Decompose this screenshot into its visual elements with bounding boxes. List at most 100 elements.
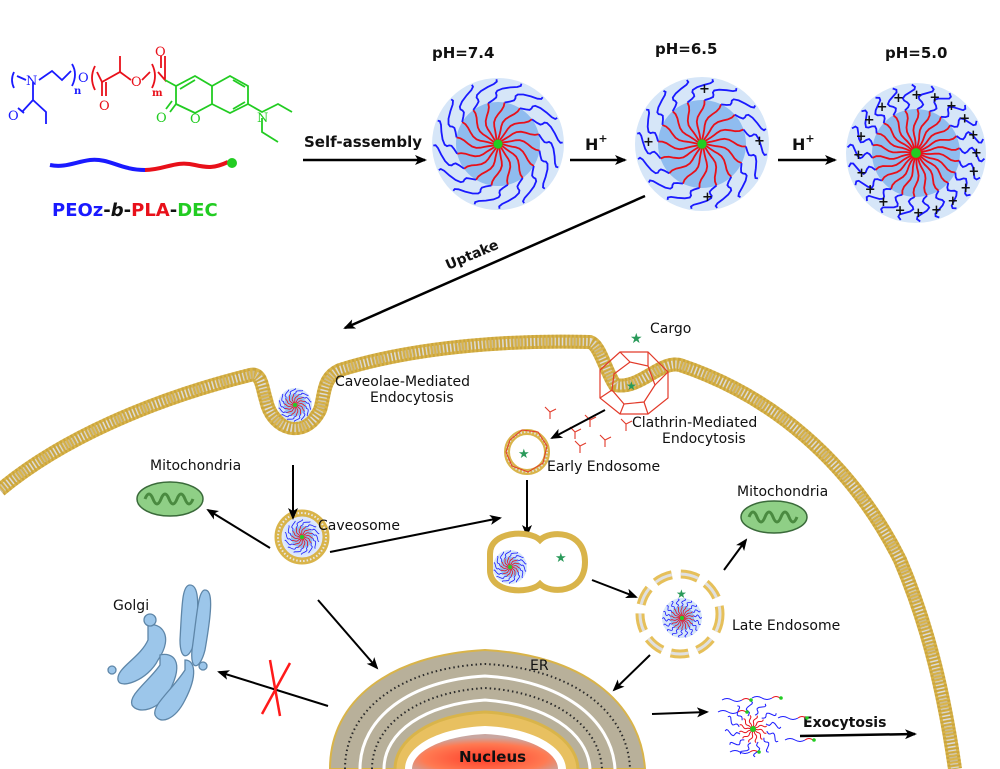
peoz-arm <box>496 576 507 579</box>
peoz-arm <box>692 623 698 631</box>
peoz-arm <box>513 555 524 558</box>
pla-arm <box>883 122 915 153</box>
peoz-arm <box>693 614 702 619</box>
disassembled-micelle <box>717 696 816 758</box>
subscript-n: n <box>74 86 82 97</box>
er-label: ER <box>530 658 549 674</box>
free-dec <box>749 698 753 702</box>
caveosome-to-er-arrow <box>317 599 379 670</box>
pla-arm <box>511 566 519 573</box>
pla-arm <box>291 394 295 404</box>
peoz-arm <box>681 598 686 607</box>
membrane-heads <box>0 334 962 769</box>
peoz-arm <box>281 393 285 405</box>
peoz-arm <box>521 165 538 204</box>
pla-strand <box>754 728 767 734</box>
pla-arm <box>686 102 702 144</box>
micelle-ph-5-0: ++++++++++++++++++++ <box>846 83 986 223</box>
pla-arm <box>874 153 915 171</box>
peoz-arm <box>447 98 458 138</box>
peoz-arm <box>500 551 505 562</box>
peoz-arm <box>458 84 475 123</box>
peoz-arm <box>487 83 523 104</box>
late-endosome-micelle <box>662 598 702 638</box>
pla-arm <box>672 110 701 144</box>
peoz-arm <box>671 79 690 112</box>
pla-arm <box>295 400 306 404</box>
free-pla <box>737 710 747 713</box>
proton-h-2: H <box>792 135 805 154</box>
pla-arm <box>701 104 722 143</box>
pla-arm <box>500 565 509 569</box>
peoz-block <box>11 63 76 124</box>
pla-arm <box>493 102 506 143</box>
pla-arm <box>504 558 509 567</box>
subscript-m: m <box>152 88 163 99</box>
pla-arm <box>698 145 709 188</box>
peoz-arm <box>648 179 683 190</box>
peoz-arm <box>312 537 317 549</box>
positive-charge: + <box>947 194 958 209</box>
pla-strand <box>738 729 752 734</box>
cargo-star-pit-icon: ★ <box>626 379 637 393</box>
self-assembly-label: Self-assembly <box>304 133 422 151</box>
membrane-inner <box>0 337 959 769</box>
clathrin-triskelia <box>544 406 633 453</box>
pla-arm <box>871 152 915 160</box>
peoz-arm <box>946 182 958 210</box>
free-pla <box>771 696 781 699</box>
label-pla: PLA <box>131 200 170 221</box>
peoz-arm <box>929 92 952 113</box>
proton-label-2: H+ <box>792 132 815 154</box>
peoz-arm <box>287 525 292 537</box>
fusing-endosome-micelle <box>493 550 527 584</box>
pla-arm <box>916 153 940 192</box>
peoz-arm <box>278 400 285 409</box>
caveosome-to-endosome-arrow <box>329 515 502 553</box>
caveosome-micelle <box>284 519 320 555</box>
cargo-star-late-icon: ★ <box>676 587 687 601</box>
peoz-arm <box>300 410 306 421</box>
free-peoz <box>721 698 743 702</box>
peoz-arm <box>295 519 303 529</box>
peoz-arm <box>916 194 931 223</box>
peoz-arm <box>286 415 297 420</box>
pla-arm <box>284 406 295 410</box>
peoz-arm <box>721 98 756 109</box>
peoz-strand <box>724 729 741 737</box>
peoz-arm <box>656 90 667 125</box>
pla-arm <box>658 140 701 151</box>
pla-arm <box>499 144 524 179</box>
peoz-arm <box>886 87 898 116</box>
fusing-to-late-arrow <box>591 579 638 599</box>
atom-o-dec-2: O <box>190 112 201 127</box>
pla-arm <box>511 565 520 569</box>
peoz-arm <box>666 605 672 613</box>
golgi-label: Golgi <box>113 598 149 614</box>
cell-membrane <box>0 334 962 769</box>
pla-arm <box>916 116 942 152</box>
pla-arm <box>502 568 510 575</box>
pla-arm <box>287 406 295 414</box>
label-dash-3: - <box>170 200 177 221</box>
peoz-arm <box>287 546 299 550</box>
peoz-arm <box>308 542 313 554</box>
peoz-arm <box>284 532 292 541</box>
positive-charge: + <box>946 99 957 114</box>
exocytosis-label: Exocytosis <box>803 715 886 731</box>
label-peoz: PEOz <box>52 200 103 221</box>
peoz-strand <box>727 715 740 728</box>
pla-arm <box>509 557 514 566</box>
peoz-strand <box>745 700 753 717</box>
peoz-arm <box>901 83 916 112</box>
peoz-arm <box>689 184 718 210</box>
pla-arm <box>912 108 920 152</box>
peoz-arm <box>501 576 512 582</box>
peoz-arm <box>493 562 501 571</box>
pla-arm <box>511 567 516 576</box>
pla-strand <box>752 715 758 728</box>
micelle-dec-center <box>680 616 684 620</box>
pla-arm <box>915 154 928 197</box>
clathrin-label-line2: Endocytosis <box>662 431 746 447</box>
atom-n-dec: N <box>257 111 268 126</box>
